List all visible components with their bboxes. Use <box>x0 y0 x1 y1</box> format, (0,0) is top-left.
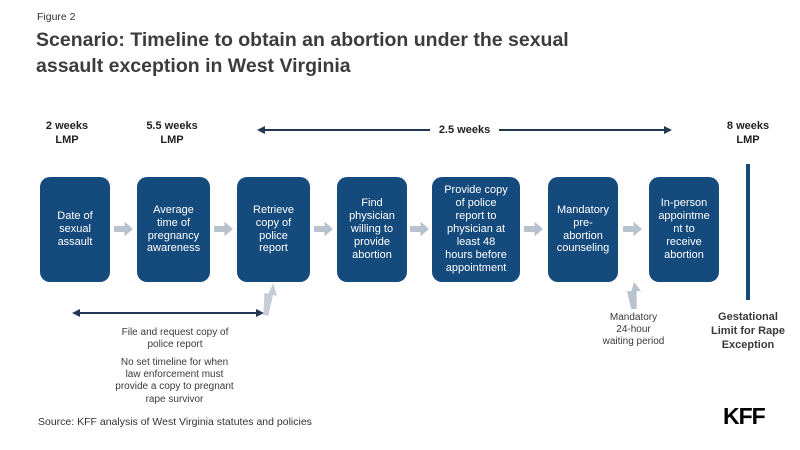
figure-label: Figure 2 <box>37 11 76 23</box>
flow-step-find-physician: Find physician willing to provide aborti… <box>337 177 407 282</box>
flow-step-pregnancy-awareness: Average time of pregnancy awareness <box>137 177 210 282</box>
chevron-right-icon <box>114 221 133 237</box>
note-waiting-period: Mandatory 24-hour waiting period <box>602 312 665 348</box>
note-file-report: File and request copy of police report <box>121 327 229 351</box>
arrowhead-left-icon <box>257 126 265 134</box>
timeline-marker-2-weeks: 2 weeks LMP <box>45 120 89 147</box>
flow-step-appointment: In-person appointme nt to receive aborti… <box>649 177 719 282</box>
note-no-timeline: No set timeline for when law enforcement… <box>115 357 234 405</box>
report-request-span-arrow <box>72 307 264 319</box>
chevron-right-icon <box>623 221 642 237</box>
arrowhead-right-icon <box>256 309 264 317</box>
gestational-limit-line <box>746 164 750 300</box>
arrow-line <box>80 312 256 314</box>
timeline-span-arrow: 2.5 weeks <box>257 124 672 136</box>
flow-step-date-of-assault: Date of sexual assault <box>40 177 110 282</box>
chevron-right-icon <box>214 221 233 237</box>
arrow-line-left <box>265 129 430 131</box>
flow-step-retrieve-police-report: Retrieve copy of police report <box>237 177 310 282</box>
arrowhead-left-icon <box>72 309 80 317</box>
timeline-marker-5-5-weeks: 5.5 weeks LMP <box>146 120 198 147</box>
chevron-right-icon <box>524 221 543 237</box>
timeline-span-label: 2.5 weeks <box>438 124 491 136</box>
chevron-right-icon <box>410 221 429 237</box>
chevron-right-icon <box>314 221 333 237</box>
flow-step-counseling: Mandatory pre- abortion counseling <box>548 177 618 282</box>
waiting-up-arrow-icon <box>627 282 641 309</box>
flow-step-provide-report: Provide copy of police report to physici… <box>432 177 520 282</box>
arrowhead-right-icon <box>664 126 672 134</box>
source-text: Source: KFF analysis of West Virginia st… <box>38 416 312 428</box>
arrow-line-right <box>499 129 664 131</box>
note-gestational-limit: Gestational Limit for Rape Exception <box>711 311 785 351</box>
kff-logo: KFF <box>723 403 766 429</box>
timeline-marker-8-weeks: 8 weeks LMP <box>726 120 770 147</box>
figure-title: Scenario: Timeline to obtain an abortion… <box>36 29 569 78</box>
